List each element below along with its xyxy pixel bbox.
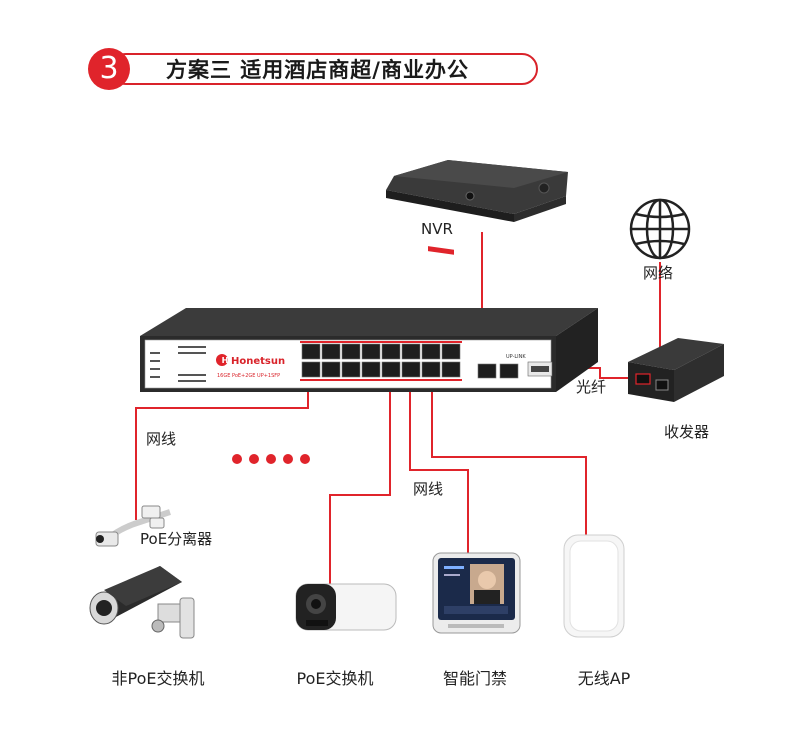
cable-to-access	[409, 378, 469, 555]
caption-access-control: 智能门禁	[442, 669, 507, 688]
section-banner: 3 方案三 适用酒店商超/商业办公	[88, 48, 544, 90]
label-splitter: PoE分离器	[140, 530, 213, 548]
label-cable-left: 网线	[146, 430, 177, 448]
caption-wireless-ap: 无线AP	[577, 669, 631, 688]
label-cable-mid: 网线	[413, 480, 444, 498]
label-nvr: NVR	[421, 220, 453, 238]
media-converter	[628, 338, 724, 402]
nvr-device	[386, 160, 568, 255]
caption-poe-camera: PoE交换机	[296, 669, 374, 688]
cable-to-ap	[431, 378, 587, 535]
svg-text:H: H	[222, 356, 229, 365]
switch-model: 16GE PoE+2GE UP+1SFP	[217, 373, 280, 379]
cables	[135, 232, 661, 585]
banner-number-badge: 3	[88, 48, 130, 90]
bullet-camera-icon	[89, 566, 195, 639]
access-terminal-icon	[432, 552, 521, 634]
banner-frame	[110, 53, 538, 85]
caption-non-poe-camera: 非PoE交换机	[111, 669, 205, 688]
wireless-ap-icon	[563, 534, 625, 638]
globe-icon	[629, 198, 691, 260]
cable-to-poe-camera	[329, 378, 391, 585]
banner-title: 方案三 适用酒店商超/商业办公	[166, 58, 469, 82]
poe-camera-icon	[295, 583, 397, 631]
more-devices-dots	[232, 454, 310, 464]
poe-ports	[301, 343, 461, 378]
cable-to-splitter	[135, 378, 309, 520]
switch-uplink: UP-LINK	[506, 354, 526, 360]
label-internet: 网络	[643, 264, 674, 282]
poe-splitter	[95, 505, 171, 547]
label-transceiver: 收发器	[664, 423, 710, 441]
label-fiber: 光纤	[576, 378, 607, 396]
poe-switch: H Honetsun 16GE PoE+2GE UP+1SFP UP-LINK	[140, 308, 598, 392]
switch-brand: Honetsun	[231, 356, 285, 367]
